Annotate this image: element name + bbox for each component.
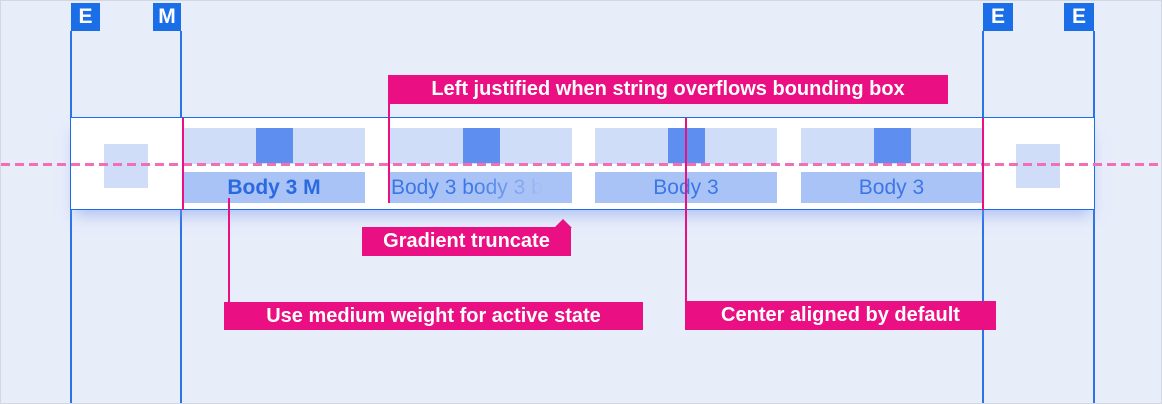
connector-center-aligned xyxy=(685,118,687,302)
edge-slot-placeholder-left xyxy=(104,144,148,188)
tab-item-default[interactable]: Body 3 xyxy=(801,128,982,203)
connector-left-justified xyxy=(388,102,390,203)
redline-tabs-right-edge xyxy=(982,118,984,210)
grid-line-tabs-end xyxy=(982,31,984,403)
tab-label: Body 3 M xyxy=(183,172,365,203)
spacing-marker-margin: M xyxy=(153,3,181,31)
spacing-marker-edge-right-outer: E xyxy=(1064,3,1094,31)
spacing-marker-edge-right-inner: E xyxy=(983,3,1013,31)
annotation-center-aligned: Center aligned by default xyxy=(685,301,996,330)
gradient-truncate-arrow-icon xyxy=(554,219,572,228)
tab-icon-placeholder-icon xyxy=(256,128,293,163)
tab-icon-placeholder-icon xyxy=(463,128,500,163)
tab-icon-placeholder-icon xyxy=(873,128,911,163)
tab-label: Body 3 xyxy=(801,172,982,203)
connector-medium-weight xyxy=(228,198,230,303)
edge-slot-placeholder-right xyxy=(1016,144,1060,188)
tab-label-gradient-text: Body 3 body 3 b xyxy=(391,175,543,199)
annotation-left-justified: Left justified when string overflows bou… xyxy=(388,75,948,104)
tab-item-active[interactable]: Body 3 M xyxy=(183,128,365,203)
spacing-marker-edge-left: E xyxy=(71,3,100,31)
grid-line-band-left xyxy=(70,31,72,403)
grid-line-band-right xyxy=(1093,31,1095,403)
annotation-gradient-truncate: Gradient truncate xyxy=(362,227,571,256)
baseline-dashed-line xyxy=(1,163,1161,166)
tab-label: Body 3 body 3 b xyxy=(390,172,572,203)
tab-item-truncated[interactable]: Body 3 body 3 b xyxy=(390,128,572,203)
annotation-medium-weight: Use medium weight for active state xyxy=(224,302,643,330)
grid-line-tabs-start xyxy=(180,31,182,403)
redline-tabs-left-edge xyxy=(182,118,184,210)
